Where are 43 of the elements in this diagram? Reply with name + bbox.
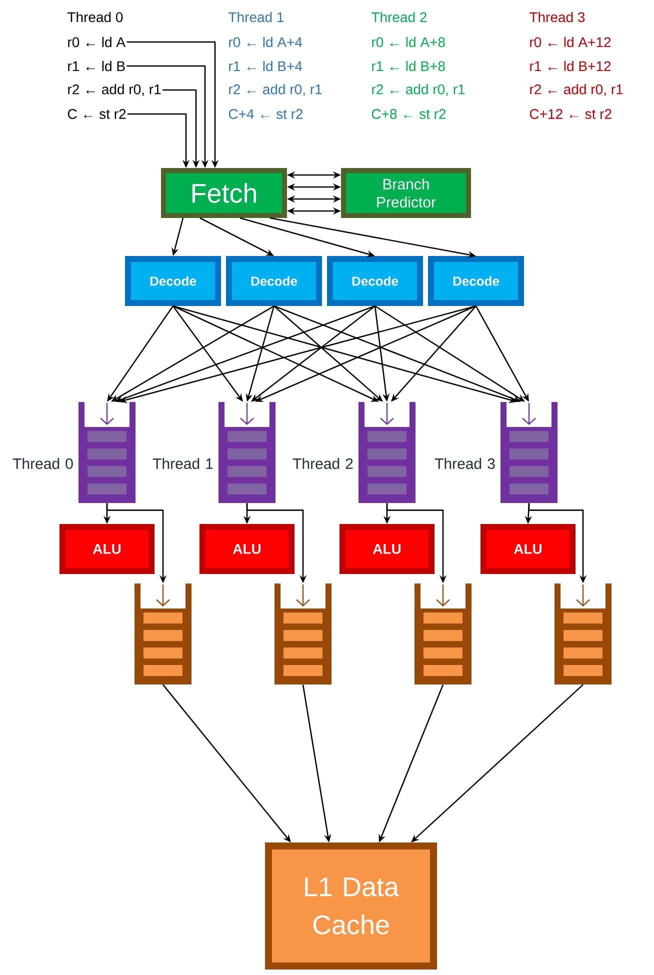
- instruction-text: r2 ← add r0, r1: [530, 84, 623, 96]
- decode-box: Decode: [428, 256, 524, 306]
- instruction-text: C+12 ← st r2: [530, 109, 612, 119]
- thread-heading: Thread 3: [530, 12, 585, 22]
- instruction-text: C+4 ← st r2: [228, 109, 303, 119]
- cache-box: L1 Data Cache: [265, 842, 437, 970]
- alu-box: ALU: [60, 524, 154, 574]
- queue-drawing: [500, 402, 558, 503]
- instruction-text: C ← st r2: [68, 109, 126, 119]
- instruction-text: r2 ← add r0, r1: [229, 84, 322, 96]
- instruction-text: r0 ← ld A+12: [530, 36, 611, 48]
- instruction-text: r1 ← ld B+4: [229, 60, 302, 72]
- queue-drawing: [134, 584, 192, 684]
- alu-box: ALU: [340, 524, 434, 574]
- decode-box: Decode: [125, 256, 221, 306]
- instruction-text: r0 ← ld A+4: [229, 36, 302, 48]
- thread-label: Thread 2: [292, 458, 353, 469]
- thread-label: Thread 3: [434, 458, 495, 469]
- queue-drawing: [78, 402, 136, 503]
- queue-drawing: [414, 584, 472, 684]
- instruction-text: C+8 ← st r2: [372, 109, 446, 119]
- thread-label: Thread 0: [12, 458, 73, 469]
- queue-drawing: [274, 584, 332, 684]
- thread-heading: Thread 0: [68, 12, 123, 22]
- thread-heading: Thread 2: [372, 12, 427, 22]
- instruction-text: r0 ← ld A: [68, 36, 126, 48]
- queue-drawing: [218, 402, 276, 503]
- instruction-text: r0 ← ld A+8: [372, 36, 445, 48]
- decode-box: Decode: [226, 256, 322, 306]
- thread-label: Thread 1: [152, 458, 213, 469]
- queue-drawing: [554, 584, 612, 684]
- alu-box: ALU: [200, 524, 294, 574]
- alu-box: ALU: [480, 524, 576, 574]
- fetch-box: Fetch: [161, 168, 287, 218]
- predictor-box: Branch Predictor: [341, 168, 471, 218]
- instruction-text: r2 ← add r0, r1: [372, 84, 465, 96]
- queue-drawing: [358, 402, 416, 503]
- instruction-text: r2 ← add r0, r1: [68, 84, 161, 96]
- instruction-text: r1 ← ld B+12: [530, 60, 611, 72]
- instruction-text: r1 ← ld B: [68, 60, 125, 72]
- decode-box: Decode: [327, 256, 423, 306]
- thread-heading: Thread 1: [228, 12, 284, 22]
- instruction-text: r1 ← ld B+8: [372, 60, 445, 72]
